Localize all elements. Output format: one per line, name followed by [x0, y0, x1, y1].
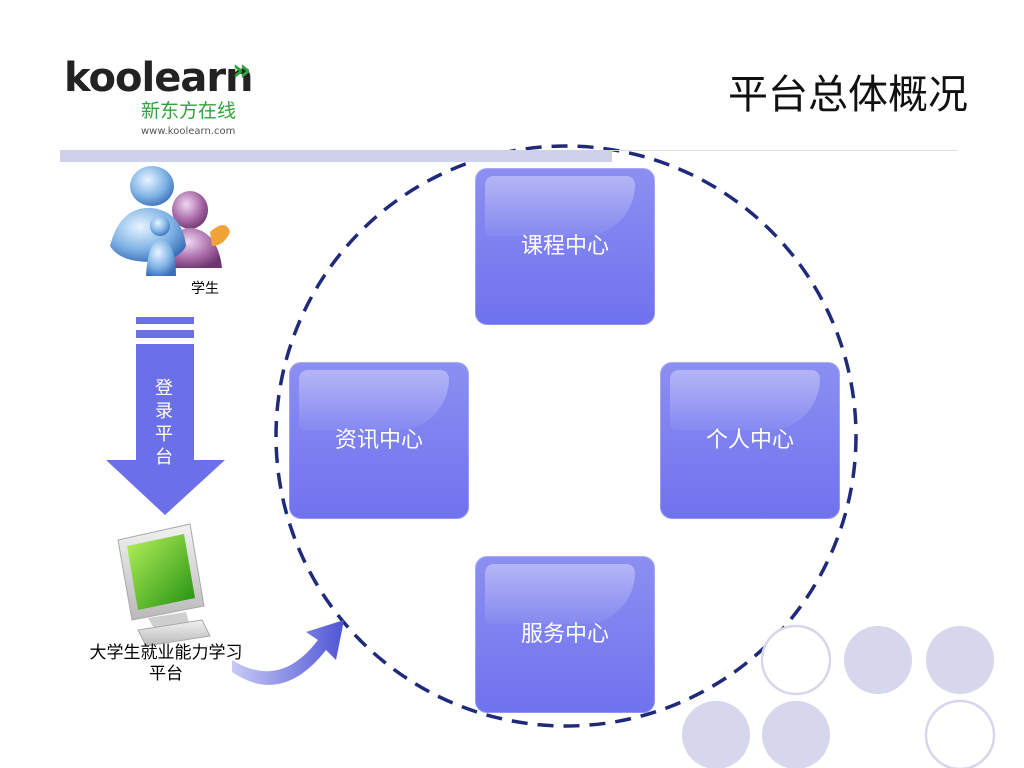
course-center-box: 课程中心: [475, 168, 655, 325]
box-gloss: [299, 370, 449, 430]
users-icon: [110, 166, 230, 276]
info-center-label: 资讯中心: [334, 427, 423, 453]
header-divider: [612, 150, 957, 151]
box-gloss: [670, 370, 820, 430]
koolearn-logo: koolearn » 新东方在线 www.koolearn.com: [64, 56, 264, 146]
decorative-circles: [682, 624, 996, 768]
page-title: 平台总体概况: [728, 72, 968, 118]
course-center-label: 课程中心: [520, 233, 609, 259]
curved-arrow-icon: [232, 620, 344, 685]
login-arrow-text: 登录平台: [155, 378, 173, 468]
computer-icon: [117, 523, 211, 647]
logo-url: www.koolearn.com: [141, 126, 236, 137]
logo-chinese-name: 新东方在线: [141, 100, 237, 122]
personal-center-label: 个人中心: [705, 427, 794, 453]
box-gloss: [485, 564, 635, 624]
info-center-box: 资讯中心: [289, 362, 469, 519]
header-bar: [60, 150, 612, 162]
logo-wordmark: koolearn: [64, 55, 254, 101]
personal-center-box: 个人中心: [660, 362, 840, 519]
logo-chevrons-icon: »: [232, 53, 252, 88]
student-label: 学生: [191, 281, 219, 297]
platform-label: 大学生就业能力学习平台: [89, 643, 243, 684]
dashed-circle: [274, 144, 858, 728]
service-center-box: 服务中心: [475, 556, 655, 713]
down-arrow-icon: [106, 317, 225, 515]
service-center-label: 服务中心: [520, 621, 609, 647]
box-gloss: [485, 176, 635, 236]
